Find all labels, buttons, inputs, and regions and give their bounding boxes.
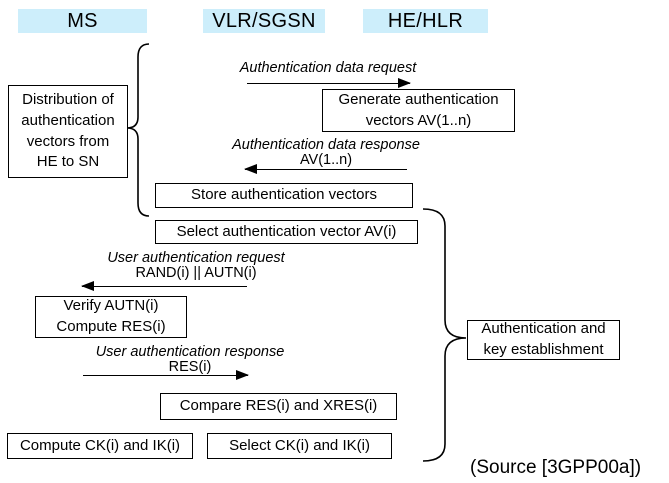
msg-user-auth-response-arrow (83, 370, 249, 380)
generate-vectors-box: Generate authentication vectors AV(1..n) (322, 89, 515, 132)
msg-user-auth-request-arrow (81, 281, 247, 291)
actor-ms: MS (18, 9, 147, 33)
msg-auth-data-request-arrow (247, 78, 411, 88)
store-vectors-box: Store authentication vectors (155, 183, 413, 208)
msg-auth-data-request-label: Authentication data request (228, 61, 428, 76)
actor-vlr-sgsn: VLR/SGSN (203, 9, 325, 33)
distribution-phase-box: Distribution of authentication vectors f… (8, 85, 128, 178)
select-vector-box: Select authentication vector AV(i) (155, 220, 418, 244)
msg-auth-data-response-label: Authentication data response AV(1..n) (226, 138, 426, 168)
msg-user-auth-response-label: User authentication response RES(i) (90, 345, 290, 375)
msg-user-auth-request-param: RAND(i) || AUTN(i) (135, 265, 257, 281)
select-ck-ik-box: Select CK(i) and IK(i) (207, 433, 392, 459)
auth-key-establishment-box: Authentication and key establishment (467, 320, 620, 360)
msg-user-auth-response-text: User authentication response (95, 344, 285, 360)
msg-auth-data-response-text: Authentication data response (232, 137, 420, 153)
actor-he-hlr: HE/HLR (363, 9, 488, 33)
msg-auth-data-response-param: AV(1..n) (299, 152, 353, 168)
compute-ck-ik-box: Compute CK(i) and IK(i) (7, 433, 193, 459)
msg-user-auth-request-label: User authentication request RAND(i) || A… (96, 251, 296, 281)
msg-auth-data-request-text: Authentication data request (239, 60, 417, 76)
msg-auth-data-response-arrow (244, 164, 407, 174)
compare-res-box: Compare RES(i) and XRES(i) (160, 393, 397, 420)
verify-compute-box: Verify AUTN(i) Compute RES(i) (35, 296, 187, 338)
msg-user-auth-response-param: RES(i) (168, 359, 212, 375)
left-brace (126, 43, 150, 217)
source-citation: (Source [3GPP00a]) (470, 457, 642, 478)
msg-user-auth-request-text: User authentication request (107, 250, 285, 266)
right-brace (422, 208, 467, 462)
